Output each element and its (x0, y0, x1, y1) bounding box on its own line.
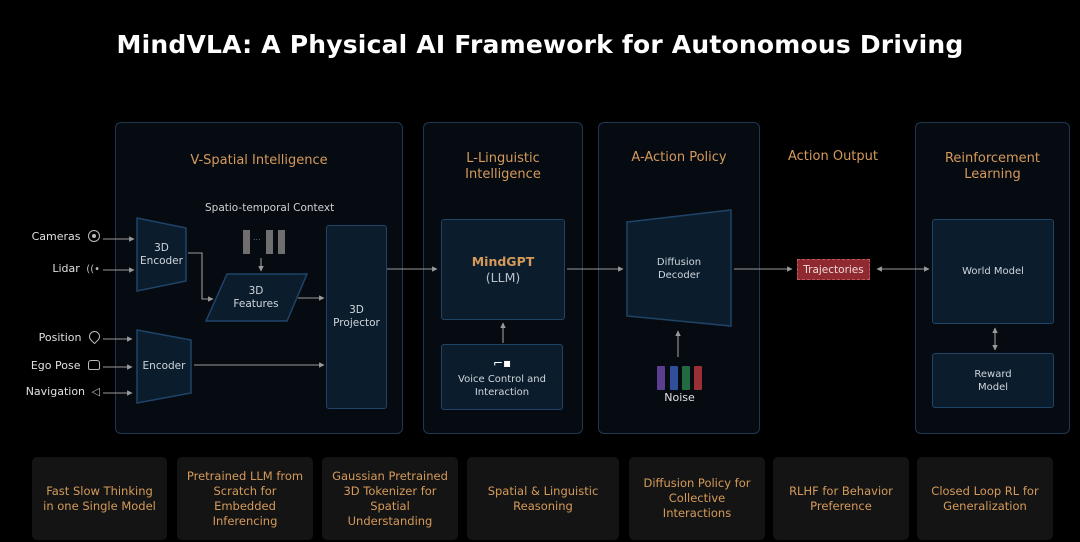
feature-line: Spatial Understanding (347, 498, 433, 528)
location-pin-icon (86, 328, 103, 345)
3d-projector-node: 3D Projector (326, 225, 387, 409)
reward-model-node: Reward Model (932, 353, 1054, 408)
feature-line: 3D Tokenizer for (343, 483, 437, 498)
trajectories-node: Trajectories (797, 259, 870, 280)
voice-control-node: ⌐▪ Voice Control and Interaction (441, 344, 563, 410)
spatio-temporal-context-label: Spatio-temporal Context (205, 202, 335, 214)
rl-title-line2: Learning (964, 167, 1021, 182)
feature-line: in one Single Model (43, 498, 156, 513)
decoder-line2: Decoder (657, 270, 701, 281)
navigation-arrow-icon: ◁ (91, 385, 100, 398)
input-lidar: Lidar ((• (52, 262, 100, 277)
feature-line: Fast Slow Thinking (46, 483, 153, 498)
input-ego-pose: Ego Pose (31, 359, 100, 373)
3d-features-line1: 3D (248, 285, 264, 297)
ego-pose-label: Ego Pose (30, 359, 81, 372)
lidar-icon: ((• (86, 264, 100, 275)
feature-line: Generalization (943, 498, 1027, 513)
feature-line: Closed Loop RL for (931, 483, 1039, 498)
input-cameras: Cameras (32, 230, 100, 244)
feature-line: Gaussian Pretrained (332, 468, 448, 483)
rl-panel-title: Reinforcement Learning (916, 151, 1069, 183)
projector-line2: Projector (333, 317, 380, 329)
projector-line1: 3D (349, 304, 364, 316)
3d-encoder-line1: 3D (154, 241, 169, 254)
action-panel-title: A-Action Policy (631, 150, 727, 165)
context-ellipsis: ... (253, 233, 261, 242)
decoder-line1: Diffusion (656, 257, 702, 268)
encoder-label: Encoder (142, 360, 186, 372)
3d-encoder-line2: Encoder (140, 254, 183, 267)
3d-features-line2: Features (233, 298, 279, 310)
world-model-node: World Model (932, 219, 1054, 324)
mindgpt-llm-node: MindGPT (LLM) (441, 219, 565, 320)
linguistic-title-line2: Intelligence (465, 167, 541, 182)
feature-line: Preference (810, 498, 872, 513)
3d-features-label: 3D Features (210, 276, 302, 320)
spatial-panel-title: V-Spatial Intelligence (190, 153, 328, 168)
input-position: Position (38, 328, 103, 345)
linguistic-title-line1: L-Linguistic (466, 151, 540, 166)
navigation-label: Navigation (25, 385, 86, 398)
reward-line1: Reward (974, 368, 1012, 380)
feature-line: Diffusion Policy for (643, 476, 751, 490)
voice-line2: Interaction (474, 386, 530, 398)
page-title: MindVLA: A Physical AI Framework for Aut… (116, 30, 964, 59)
camera-icon (88, 230, 100, 242)
diffusion-decoder-label: Diffusion Decoder (627, 222, 731, 316)
position-label: Position (38, 331, 82, 344)
llm-name: MindGPT (471, 253, 535, 269)
feature-line: Collective Interactions (662, 491, 732, 520)
action-output-title: Action Output (787, 149, 878, 164)
feature-line: Scratch for Embedded (213, 483, 277, 513)
3d-encoder-label: 3D Encoder (137, 228, 186, 281)
linguistic-panel-title: L-Linguistic Intelligence (424, 151, 582, 183)
voice-line1: Voice Control and (458, 373, 546, 385)
input-navigation: Navigation ◁ (26, 385, 100, 399)
noise-label: Noise (664, 391, 695, 404)
feature-line: Pretrained LLM from (186, 468, 304, 483)
robot-arm-icon: ⌐▪ (492, 355, 512, 370)
feature-line: Inferencing (212, 513, 278, 528)
feature-line: Spatial & Linguistic (487, 483, 599, 498)
rl-title-line1: Reinforcement (944, 151, 1041, 166)
cameras-label: Cameras (31, 230, 81, 243)
feature-line: Reasoning (513, 498, 573, 513)
lidar-label: Lidar (52, 262, 80, 275)
car-icon (88, 360, 100, 370)
feature-line: RLHF for Behavior (789, 483, 893, 498)
llm-subtitle: (LLM) (485, 269, 521, 285)
reward-line2: Model (977, 381, 1009, 393)
